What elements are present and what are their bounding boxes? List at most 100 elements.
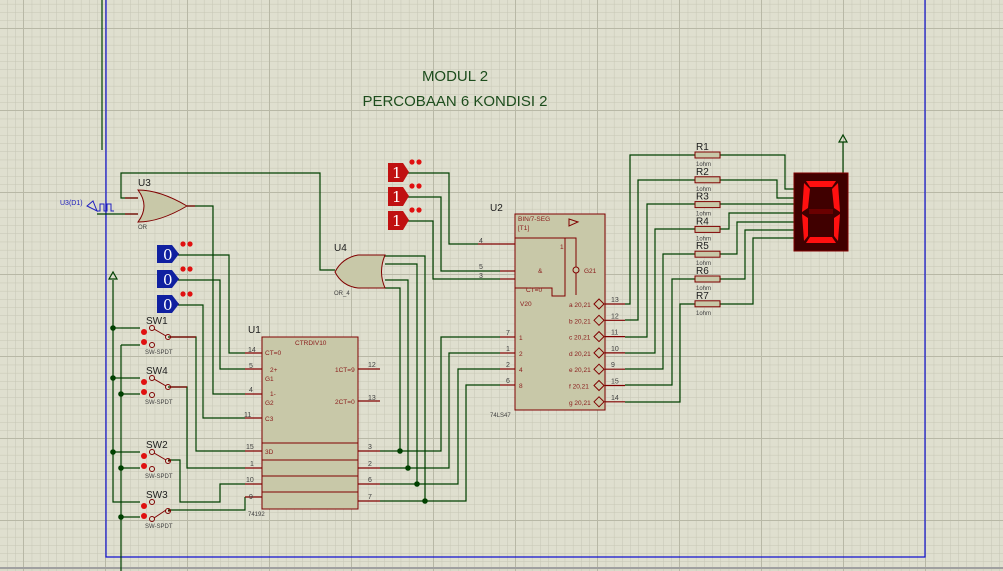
chip-u2[interactable]: U2 74LS47 BIN/7-SEG [T1] 1 & G21 CT=0 V2… [479,203,619,419]
u1-pin-label: 2CT=0 [335,399,355,406]
switch-state-dot[interactable] [141,389,147,395]
switch-state-dot[interactable] [141,453,147,459]
wire [178,304,245,419]
square-wave-icon [97,203,114,212]
open-collector-icon [593,314,605,327]
logic-state-low[interactable]: 0 [157,241,193,264]
logic-state-body[interactable] [388,187,409,206]
wire [720,229,794,280]
probe-dot [180,291,186,297]
logic-state-low[interactable]: 0 [157,266,193,289]
wire [408,220,500,280]
u1-pin-label: 3D [265,449,274,456]
switch-lever[interactable] [153,452,167,461]
pin-number: 9 [611,362,615,369]
wire [120,172,335,271]
switch-state-dot[interactable] [141,339,147,345]
clock-generator[interactable]: U3(D1) [60,200,114,213]
pin-number: 14 [248,347,256,354]
switch-common [165,458,171,464]
segment-c [834,214,840,241]
u2-pin-label: b 20,21 [569,318,591,325]
switch-ref: SW4 [146,366,168,377]
logic-state-high[interactable]: 1 [388,159,422,182]
wire [385,255,426,501]
pin-number: 15 [246,444,254,451]
wire [408,172,478,245]
open-collector-icon [593,396,605,408]
resistor-ref: R5 [696,241,709,252]
u1-pin-label: 1CT=9 [335,367,355,374]
switch-state-dot[interactable] [141,463,147,469]
gate-u3[interactable]: U3 OR [137,178,188,231]
open-collector-icon [593,379,605,392]
probe-dot [409,159,415,165]
logic-state-low[interactable]: 0 [157,291,193,314]
u2-inner-label: 1 [560,244,564,251]
switch-common [165,384,171,390]
pin-number: 1 [506,346,510,353]
switch-ref: SW1 [146,316,168,327]
switch-lever[interactable] [153,509,167,519]
switch-lever[interactable] [153,328,167,337]
switch-state-dot[interactable] [141,513,147,519]
switch-state-dot[interactable] [141,379,147,385]
junction-dot [405,465,411,471]
u1-header: CTRDIV10 [295,340,327,347]
wire [168,497,246,511]
u2-pin-label: a 20,21 [569,302,591,309]
junction-dot [422,498,428,504]
logic-state-body[interactable] [157,295,179,313]
wire [625,253,695,370]
resistor-ref: R3 [696,192,709,203]
resistor-body[interactable] [694,300,721,308]
pin-number: 11 [611,330,618,337]
u4-value: OR_4 [334,291,350,297]
logic-state-high[interactable]: 1 [388,183,422,206]
switch-ref: SW3 [146,490,168,501]
resistor-body[interactable] [694,225,721,233]
switch-state-dot[interactable] [141,503,147,509]
logic-state-body[interactable] [157,270,179,288]
u1-pin-label: 1- [270,391,276,398]
logic-state-value: 0 [163,271,173,289]
wire [625,154,695,305]
resistor-body[interactable] [694,176,721,184]
seven-segment-display[interactable]: 0 [0,0,849,252]
chip-u1[interactable]: U1 74192 CTRDIV10 CT=0 2+ G1 1- G2 C3 3D… [244,325,376,518]
gate-u4[interactable]: U4 OR_4 [334,243,386,297]
logic-state-high[interactable]: 1 [388,207,422,230]
probe-dot [187,241,193,247]
switch-state-dot[interactable] [141,329,147,335]
resistor-body[interactable] [694,151,721,159]
wire [168,459,245,503]
u2-pin-label: d 20,21 [569,351,591,358]
wire [720,154,794,190]
resistor-body[interactable] [694,201,721,209]
u2-sub: [T1] [518,225,529,232]
segment-d [806,237,836,243]
logic-state-body[interactable] [388,163,409,182]
logic-state-body[interactable] [157,245,179,263]
pin-number: 5 [479,264,483,271]
resistor-body[interactable] [694,275,721,283]
probe-dot [187,291,193,297]
u2-inner-label: CT=0 [526,287,542,294]
u2-pin-label: 4 [519,367,523,374]
logic-state-body[interactable] [388,211,409,230]
resistor-body[interactable] [694,250,721,258]
switch-lever[interactable] [153,378,167,387]
